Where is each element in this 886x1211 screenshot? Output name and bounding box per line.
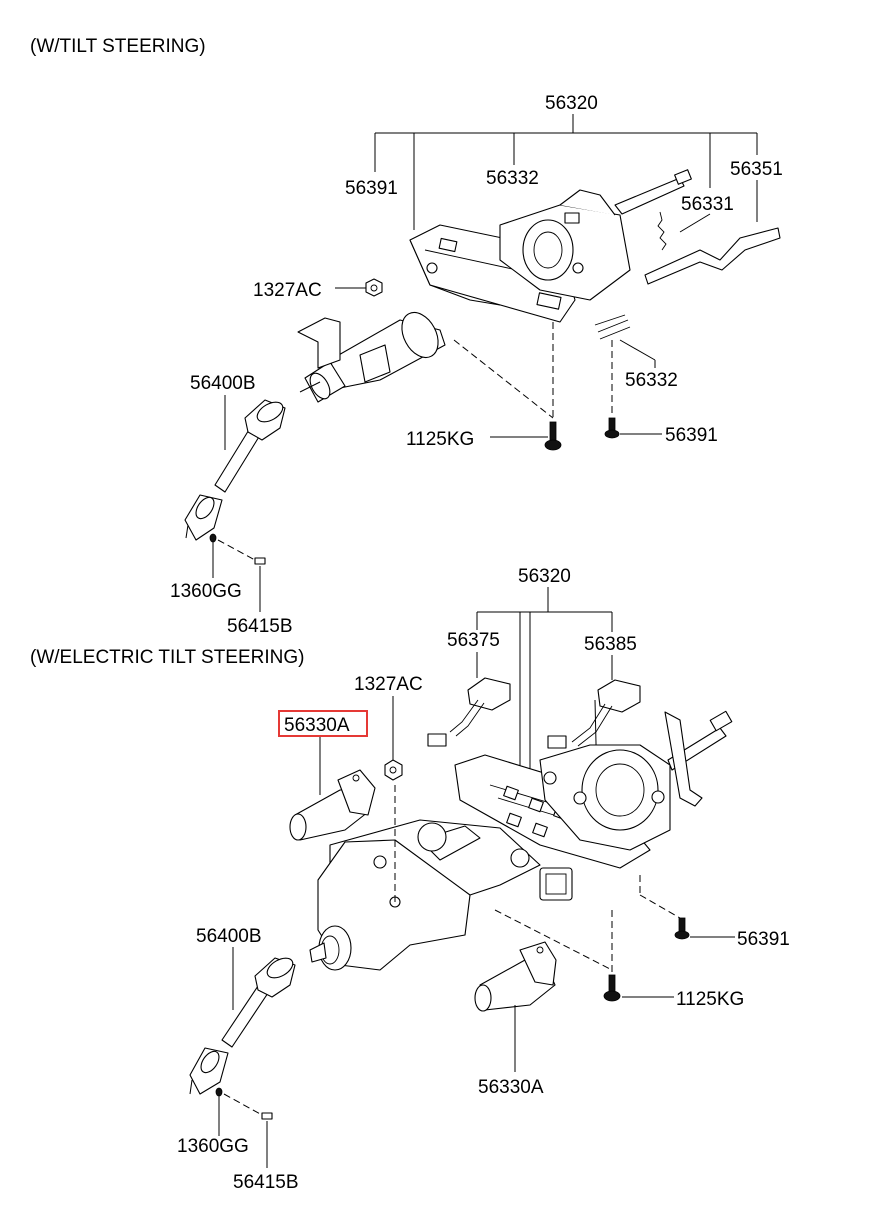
label-56332-upper-top: 56332 (486, 168, 539, 189)
nut-1327ac-bottom (384, 696, 403, 781)
highlight-box-56330a (278, 710, 368, 737)
fasteners-1360gg-56415b-top (209, 533, 266, 612)
top-assembly (184, 114, 781, 612)
label-56351: 56351 (730, 159, 783, 180)
label-56332-lower-top: 56332 (625, 370, 678, 391)
motor-56330a-upper (289, 737, 376, 841)
section-title-electric: (W/ELECTRIC TILT STEERING) (30, 647, 304, 668)
motor-56330a-lower (474, 941, 557, 1072)
label-56330a-bottom: 56330A (478, 1077, 544, 1098)
label-56330a-highlight: 56330A (284, 715, 350, 736)
intermediate-shaft-bottom (189, 947, 296, 1095)
leader-56320-top (374, 114, 758, 233)
label-1360gg-top: 1360GG (170, 581, 242, 602)
label-56391-bottom: 56391 (737, 929, 790, 950)
screw-56391-bottom (674, 917, 735, 940)
label-56391-lower-top: 56391 (665, 425, 718, 446)
label-56415b-top: 56415B (227, 616, 293, 637)
fasteners-1360gg-56415b-bottom (215, 1087, 273, 1168)
label-1360gg-bottom: 1360GG (177, 1136, 249, 1157)
label-56320-bottom: 56320 (518, 566, 571, 587)
intermediate-shaft-top (184, 395, 286, 541)
label-56385: 56385 (584, 634, 637, 655)
screw-56391-top (604, 417, 662, 439)
bottom-assembly (189, 587, 735, 1168)
bolt-1125kg-top (490, 421, 562, 451)
label-56320-top: 56320 (545, 93, 598, 114)
label-56400b-top: 56400B (190, 373, 256, 394)
steering-column-electric (309, 710, 733, 971)
label-1327ac-top: 1327AC (253, 280, 322, 301)
label-1125kg-bottom: 1125KG (676, 989, 744, 1010)
label-1327ac-bottom: 1327AC (354, 674, 423, 695)
label-56331: 56331 (681, 194, 734, 215)
label-56391-upper-top: 56391 (345, 178, 398, 199)
steering-column-tilt (297, 169, 781, 403)
connector-56385 (547, 679, 641, 749)
label-56415b-bottom: 56415B (233, 1172, 299, 1193)
label-1125kg-top: 1125KG (406, 429, 474, 450)
connector-56375 (427, 677, 511, 747)
label-56375: 56375 (447, 630, 500, 651)
section-title-tilt: (W/TILT STEERING) (30, 36, 206, 57)
bolt-1125kg-bottom (603, 974, 674, 1002)
label-56400b-bottom: 56400B (196, 926, 262, 947)
